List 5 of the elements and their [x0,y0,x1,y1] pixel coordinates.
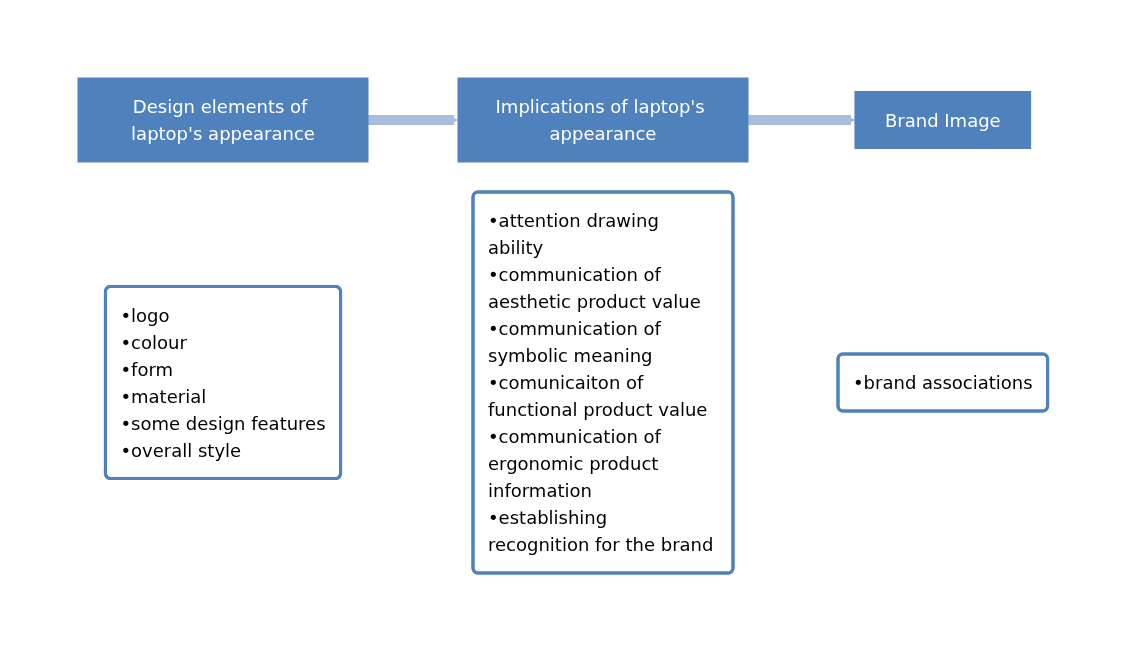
node-box: Design elements of laptop's appearance [77,77,369,163]
node-box: Implications of laptop's appearance [457,77,749,163]
arrow [368,115,459,125]
arrow [748,115,856,125]
node-box: Brand Image [854,91,1032,149]
